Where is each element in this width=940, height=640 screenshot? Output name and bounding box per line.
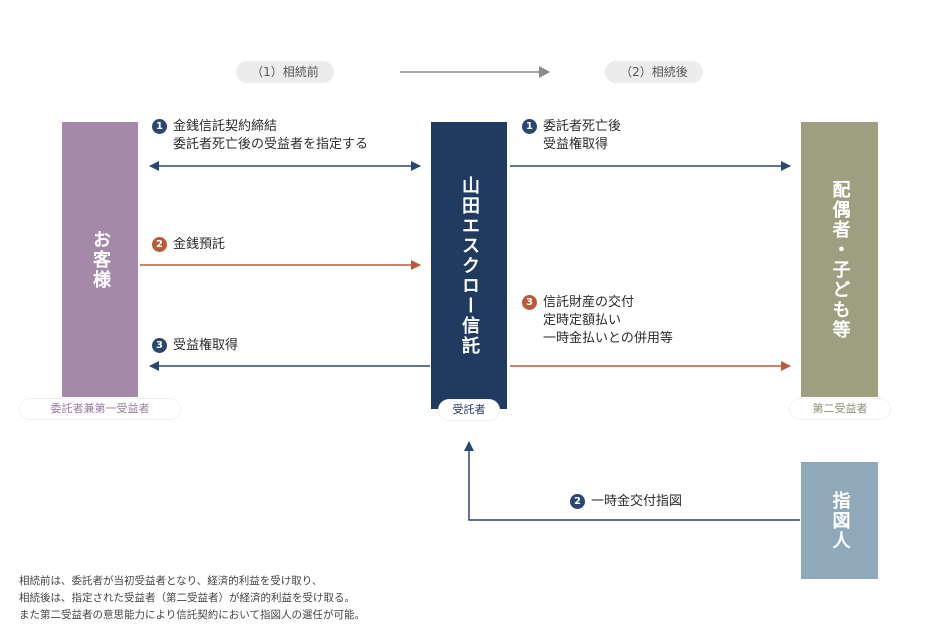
phase-after-label: （2）相続後 <box>605 61 703 83</box>
flow-after-3-line3: 一時金払いとの併用等 <box>543 331 673 346</box>
beneficiary-name: 配偶者・子ども等 <box>829 179 851 340</box>
step-2-icon: 2 <box>570 494 585 509</box>
flow-before-1-line1: 金銭信託契約締結 <box>173 119 278 134</box>
flow-before-3-line1: 受益権取得 <box>173 338 239 353</box>
phase-before-label: （1）相続前 <box>236 61 334 83</box>
customer-role: 委託者兼第一受益者 <box>20 399 180 419</box>
footnotes: 相続前は、委託者が当初受益者となり、経済的利益を受け取り、 相続後は、指定された… <box>19 573 365 624</box>
flow-after-1-label: 1 委託者死亡後 受益権取得 <box>522 118 621 154</box>
flow-before-2-label: 2 金銭預託 <box>152 236 225 254</box>
beneficiary-role: 第二受益者 <box>790 399 890 419</box>
flow-after-3-line2: 定時定額払い <box>543 313 622 328</box>
flow-before-2-line1: 金銭預託 <box>173 237 226 252</box>
step-1-icon: 1 <box>152 119 167 134</box>
trust-company-name: 山田エスクロー信託 <box>459 175 480 356</box>
customer-name: お客様 <box>90 229 111 290</box>
flow-before-1-line2: 委託者死亡後の受益者を指定する <box>173 137 369 152</box>
footnote-line-3: また第二受益者の意思能力により信託契約において指図人の選任が可能。 <box>19 609 365 621</box>
flow-before-3-label: 3 受益権取得 <box>152 337 238 355</box>
arrow-after-2 <box>464 441 800 521</box>
flow-after-3-line1: 信託財産の交付 <box>543 295 635 310</box>
step-3-icon: 3 <box>152 338 167 353</box>
flow-after-2-label: 2 一時金交付指図 <box>570 493 682 511</box>
flow-after-1-line1: 委託者死亡後 <box>543 119 622 134</box>
flow-after-2-line1: 一時金交付指図 <box>591 494 683 509</box>
beneficiary-box: 配偶者・子ども等 <box>801 122 878 397</box>
step-3-icon: 3 <box>522 295 537 310</box>
step-1-icon: 1 <box>522 119 537 134</box>
trust-company-box: 山田エスクロー信託 <box>431 122 507 409</box>
footnote-line-1: 相続前は、委託者が当初受益者となり、経済的利益を受け取り、 <box>19 575 323 587</box>
instructor-name: 指図人 <box>829 490 851 551</box>
step-2-icon: 2 <box>152 237 167 252</box>
trust-company-role: 受託者 <box>439 400 499 420</box>
flow-before-1-label: 1 金銭信託契約締結 委託者死亡後の受益者を指定する <box>152 118 368 154</box>
flow-after-1-line2: 受益権取得 <box>543 137 609 152</box>
flow-after-3-label: 3 信託財産の交付 定時定額払い 一時金払いとの併用等 <box>522 294 673 348</box>
footnote-line-2: 相続後は、指定された受益者（第二受益者）が経済的利益を受け取る。 <box>19 592 355 604</box>
instructor-box: 指図人 <box>801 462 878 579</box>
customer-box: お客様 <box>62 122 138 397</box>
